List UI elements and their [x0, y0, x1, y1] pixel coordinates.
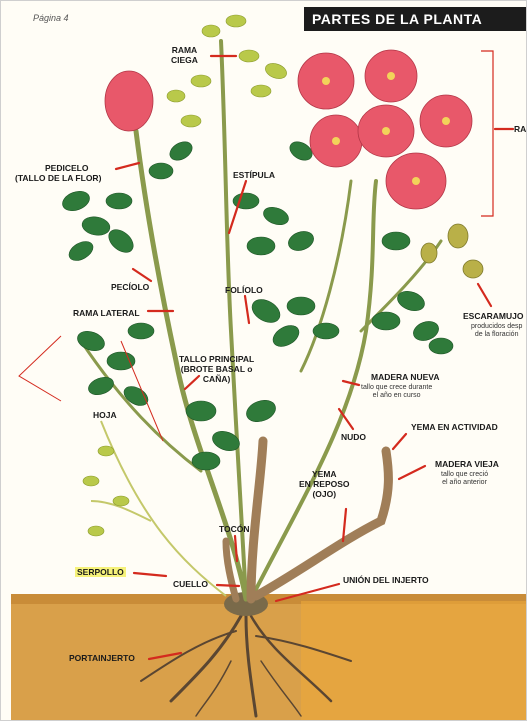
label-rama-lateral: RAMA LATERAL [73, 308, 140, 318]
label-tocon: TOCÓN [219, 524, 250, 534]
page-title: PARTES DE LA PLANTA [304, 7, 527, 31]
label-ramillete: RA [514, 124, 526, 134]
label-escaramujo-desc: producidos despde la floración [471, 323, 522, 339]
label-portainjerto: PORTAINJERTO [69, 653, 135, 663]
label-pedicelo: PEDICELO(TALLO DE LA FLOR) [15, 163, 101, 183]
page-number: Página 4 [33, 13, 69, 23]
label-estipula: ESTÍPULA [233, 170, 275, 180]
label-tallo-principal: TALLO PRINCIPAL (BROTE BASAL o CAÑA) [179, 354, 254, 384]
rose-bud-single [105, 71, 153, 131]
label-nudo: NUDO [341, 432, 366, 442]
label-peciolo: PECÍOLO [111, 282, 149, 292]
label-madera-nueva-desc: tallo que crece duranteel año en curso [361, 384, 432, 400]
label-madera-nueva: MADERA NUEVA [371, 372, 439, 382]
label-madera-vieja: MADERA VIEJA [435, 459, 499, 469]
label-rama-ciega: RAMACIEGA [171, 45, 198, 65]
label-serpollo: SERPOLLO [75, 567, 126, 577]
label-madera-vieja-desc: tallo que crecióel año anterior [441, 471, 488, 487]
label-hoja: HOJA [93, 410, 117, 420]
roses [105, 50, 472, 209]
label-union-injerto: UNIÓN DEL INJERTO [343, 575, 429, 585]
label-yema-reposo: YEMA EN REPOSO (OJO) [299, 469, 350, 499]
cluster-bracket [481, 51, 493, 216]
label-yema-actividad: YEMA EN ACTIVIDAD [411, 422, 498, 432]
label-cuello: CUELLO [173, 579, 208, 589]
rose-hips [421, 224, 483, 278]
leaf-bracket-left [19, 336, 61, 401]
label-foliolo: FOLÍOLO [225, 285, 263, 295]
soil-patch [301, 601, 527, 721]
label-escaramujo: ESCARAMUJO [463, 311, 523, 321]
